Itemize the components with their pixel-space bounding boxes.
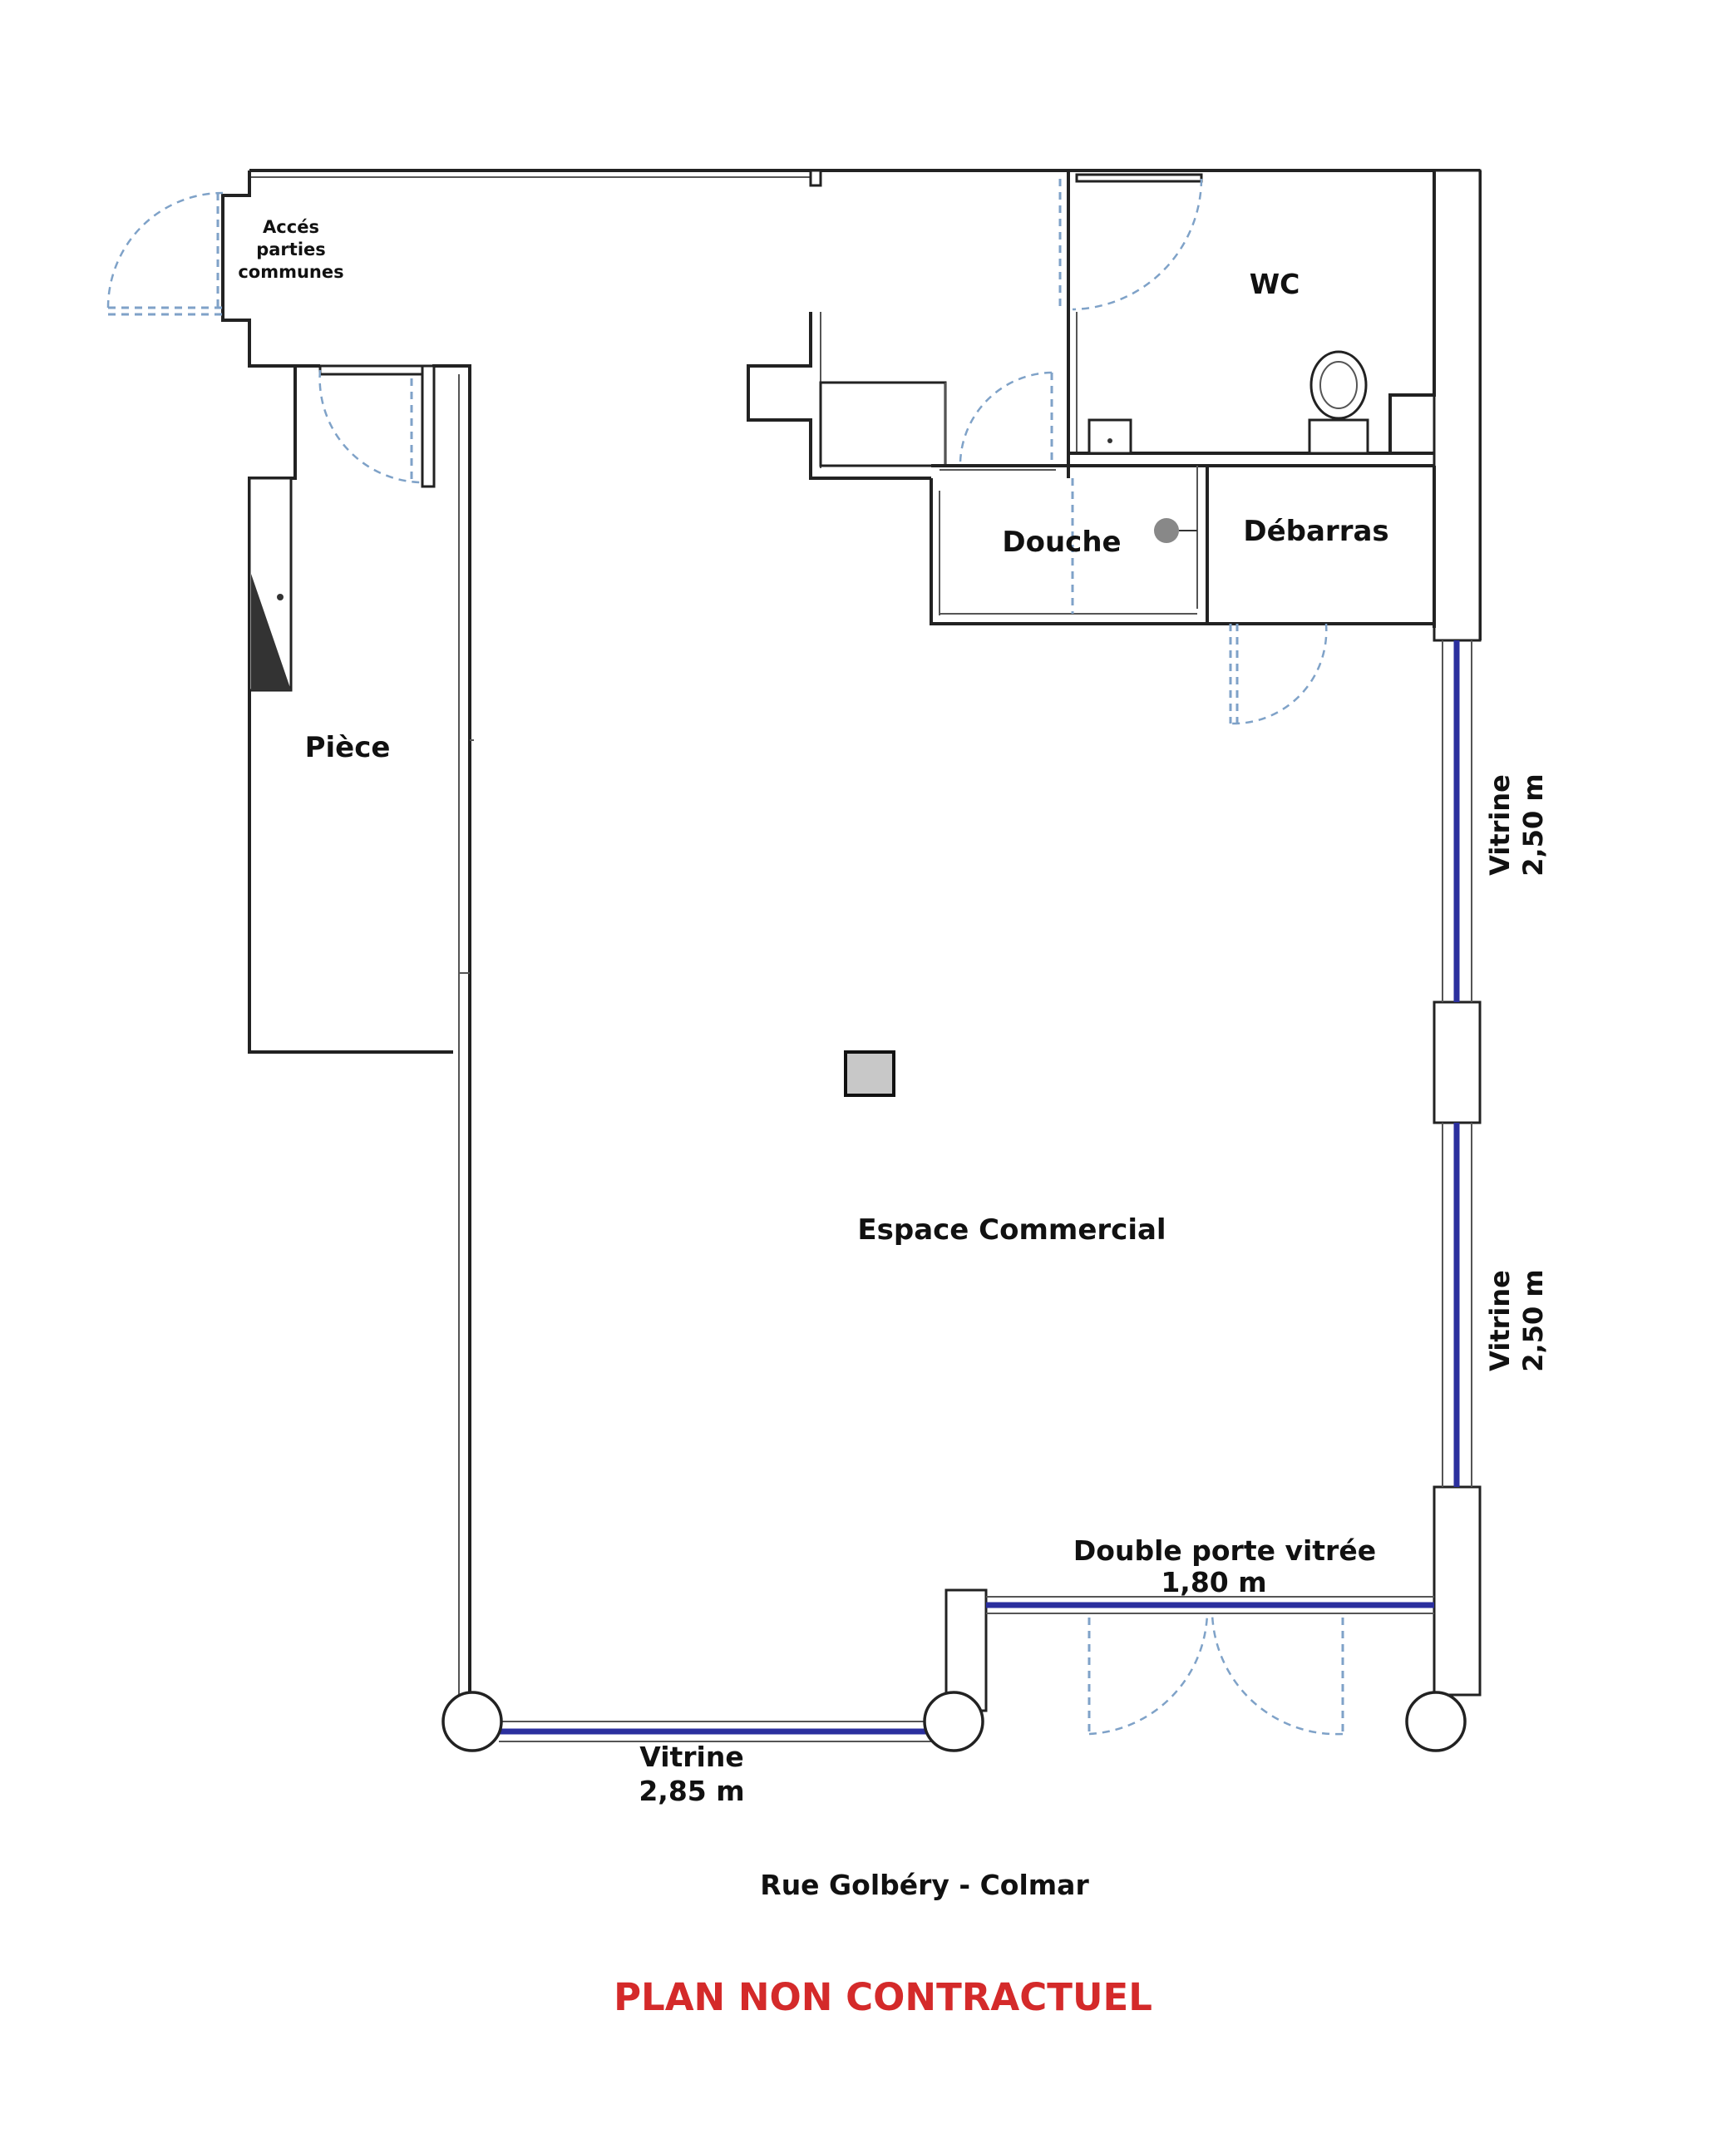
piece-door-swing	[318, 369, 421, 484]
vitrine-right-top-label: Vitrine 2,50 m	[1484, 773, 1549, 876]
double-door-right-swing	[1211, 1613, 1344, 1736]
street-label: Rue Golbéry - Colmar	[760, 1869, 1089, 1901]
top-wall-notch	[809, 169, 822, 187]
wc-door-swing	[1072, 178, 1203, 311]
toilet-tank	[1308, 418, 1369, 455]
sink-icon	[1087, 418, 1132, 455]
left-main-wall-outer	[432, 364, 471, 1701]
douche-label: Douche	[1002, 526, 1121, 559]
toilet-seat	[1319, 361, 1358, 409]
labels: Accés parties communes WC Douche Débarra…	[238, 217, 1549, 2019]
doors	[106, 178, 1344, 1736]
wet-core-walls	[747, 170, 1436, 628]
piece-door-jamb	[421, 364, 436, 488]
round-pillars	[441, 1691, 1467, 1752]
drain-icon	[1154, 518, 1179, 543]
vitrine-right-top-size: 2,50 m	[1517, 773, 1549, 876]
debarras-label: Débarras	[1243, 515, 1388, 548]
piece-door-frame	[318, 364, 434, 376]
double-door-left-swing	[1088, 1613, 1209, 1736]
piece-label: Pièce	[305, 731, 391, 764]
glazing	[499, 640, 1460, 1735]
douche-outer-wall	[930, 478, 1434, 625]
douche-door-swing	[959, 371, 1053, 462]
pillar-bottom-right	[1405, 1691, 1467, 1752]
right-wall-pier-top	[1433, 169, 1482, 642]
common-access-label-line2: parties	[256, 240, 326, 259]
sink-drain	[1107, 438, 1112, 443]
vestibule-wall	[221, 170, 320, 368]
toilet-icon	[1308, 350, 1369, 455]
kitchen-counter	[819, 381, 947, 467]
wc-right-wall	[1388, 170, 1436, 453]
common-access-door-swing	[106, 191, 224, 309]
double-door-name: Double porte vitrée	[1073, 1534, 1376, 1567]
piece-counter-knob	[277, 594, 284, 600]
vitrine-right-top-name: Vitrine	[1484, 774, 1516, 876]
common-access-label-line1: Accés	[263, 217, 319, 237]
right-wall-pier-middle	[1433, 1000, 1482, 1124]
debarras-door-swing	[1230, 623, 1328, 725]
exterior-walls	[221, 169, 1482, 1742]
bottom-wall-pier	[944, 1588, 988, 1712]
sink-basin	[1087, 418, 1132, 455]
pillar-bottom-left	[441, 1691, 503, 1752]
kitchen-wall	[747, 312, 931, 480]
vitrine-right-bottom-name: Vitrine	[1484, 1270, 1516, 1371]
common-access-label-line3: communes	[238, 262, 343, 282]
wc-label: WC	[1250, 268, 1300, 300]
pillar-bottom-middle	[923, 1691, 984, 1752]
right-wall-pier-bottom	[1433, 1485, 1482, 1697]
vitrine-right-bottom-label: Vitrine 2,50 m	[1484, 1269, 1549, 1371]
double-door-size: 1,80 m	[1161, 1566, 1266, 1598]
disclaimer-label: PLAN NON CONTRACTUEL	[614, 1975, 1152, 2019]
piece-counter-shading	[251, 574, 291, 690]
piece-room	[248, 364, 453, 1054]
vitrine-bottom-name: Vitrine	[639, 1741, 744, 1773]
square-pillar-icon	[844, 1050, 895, 1097]
wc-door-frame	[1075, 173, 1203, 183]
vitrine-bottom-size: 2,85 m	[639, 1775, 744, 1807]
vitrine-right-bottom-size: 2,50 m	[1517, 1269, 1549, 1371]
espace-commercial-label: Espace Commercial	[857, 1213, 1166, 1247]
